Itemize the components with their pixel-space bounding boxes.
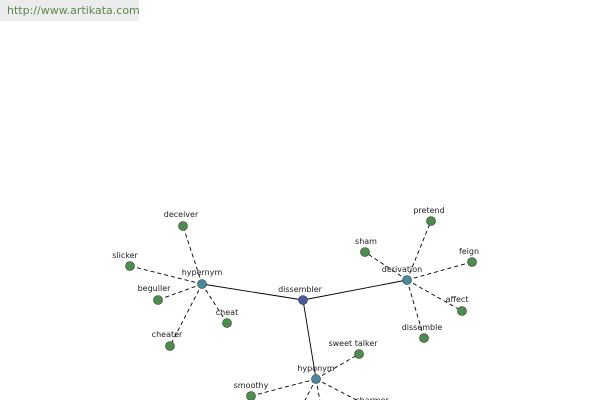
edge-hypernym-cheater (169, 283, 203, 347)
word-node-sweet-talker[interactable] (354, 349, 364, 359)
word-label-beguiler: beguiler (138, 284, 172, 293)
word-label-slicker: slicker (112, 251, 138, 260)
edge-derivation-pretend (406, 220, 432, 281)
edge-derivation-sham (364, 251, 408, 281)
edge-derivation-feign (406, 261, 473, 281)
word-label-dissemble: dissemble (402, 323, 443, 332)
relation-node-hypernym[interactable] (197, 279, 207, 289)
word-label-pretend: pretend (413, 206, 444, 215)
relation-label-derivation: derivation (382, 265, 422, 274)
word-label-cheater: cheater (152, 330, 183, 339)
edge-hyponym-charmer (315, 378, 358, 400)
edge-hyponym-hyponym-leaf-4 (315, 378, 321, 400)
edge-derivation-dissemble (406, 279, 425, 339)
word-label-sham: sham (355, 237, 377, 246)
word-node-feign[interactable] (467, 257, 477, 267)
word-label-cheat: cheat (216, 308, 238, 317)
relation-node-derivation[interactable] (402, 275, 412, 285)
edge-hypernym-cheat (201, 283, 228, 324)
edge-derivation-affect (406, 279, 463, 312)
word-node-affect[interactable] (457, 306, 467, 316)
edge-hyponym-hyponym-leaf-3 (304, 378, 317, 400)
nodes-layer (125, 216, 477, 400)
edge-center-hyponym (302, 299, 317, 380)
word-node-sham[interactable] (360, 247, 370, 257)
word-node-dissemble[interactable] (419, 333, 429, 343)
relation-label-hypernym: hypernym (182, 268, 223, 277)
word-label-deceiver: deceiver (164, 210, 199, 219)
labels-layer: dissembler hypernym derivation hyponym decei… (112, 206, 479, 400)
edge-hyponym-sweet-talker (315, 353, 360, 380)
center-label-dissembler: dissembler (278, 285, 323, 294)
word-label-sweet-talker: sweet talker (328, 339, 378, 348)
edge-center-hypernym (201, 283, 304, 301)
word-label-charmer: charmer (355, 396, 389, 400)
center-node-dissembler[interactable] (298, 295, 308, 305)
relation-label-hyponym: hyponym (297, 364, 335, 373)
edges-layer (129, 220, 473, 400)
edge-hypernym-beguiler (157, 283, 203, 301)
word-node-deceiver[interactable] (178, 221, 188, 231)
edge-hypernym-slicker (129, 265, 203, 285)
word-label-feign: feign (459, 247, 479, 256)
word-label-affect: affect (446, 295, 469, 304)
word-node-smoothy[interactable] (246, 391, 256, 400)
source-bar: http://www.artikata.com (0, 0, 140, 21)
word-node-slicker[interactable] (125, 261, 135, 271)
word-node-cheat[interactable] (222, 318, 232, 328)
edge-hypernym-deceiver (182, 225, 203, 285)
source-url-link[interactable]: http://www.artikata.com (7, 4, 140, 17)
word-node-beguiler[interactable] (153, 295, 163, 305)
word-node-pretend[interactable] (426, 216, 436, 226)
word-node-cheater[interactable] (165, 341, 175, 351)
relation-node-hyponym[interactable] (311, 374, 321, 384)
word-label-smoothy: smoothy (234, 381, 269, 390)
edge-center-derivation (302, 279, 408, 301)
